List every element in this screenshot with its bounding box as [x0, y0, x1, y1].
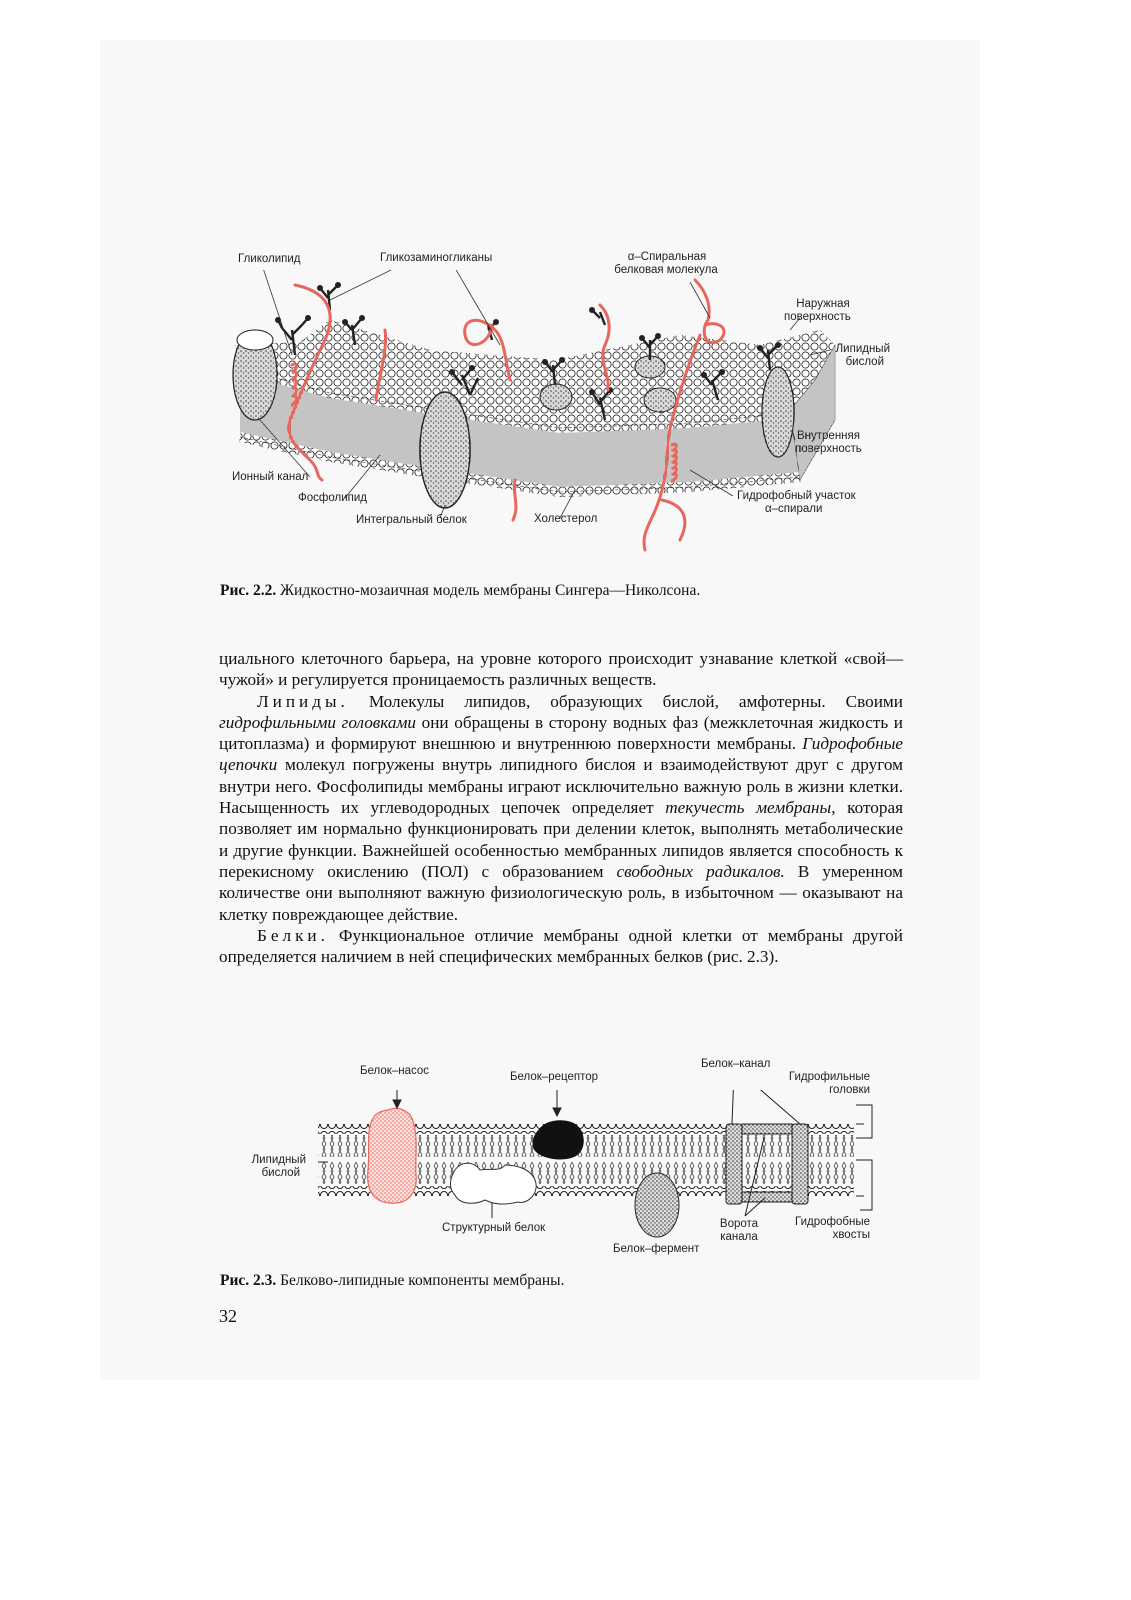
label-inner-surface-2: поверхность — [795, 443, 862, 455]
channel-right-wall — [791, 1123, 809, 1205]
label-alpha-helix-1: α–Спиральная — [627, 251, 707, 263]
label-lipid-bilayer-2: бислой — [845, 356, 884, 368]
figure-leader-lines — [259, 270, 831, 519]
paragraph-1: циального клеточного барьера, на уровне … — [219, 649, 903, 690]
label-structural-protein: Структурный белок — [442, 1222, 546, 1234]
bilayer-top-heads — [318, 1124, 854, 1134]
figure2-leader-lines — [318, 1090, 801, 1218]
label-ion-channel: Ионный канал — [232, 471, 309, 483]
heading-lipids: Липиды. — [257, 691, 349, 711]
figure2-caption: Рис. 2.3. Белково-липидные компоненты ме… — [220, 1272, 564, 1290]
label-hydrophobic-tails-2: хвосты — [832, 1229, 870, 1241]
label-channel-gate-2: канала — [720, 1231, 758, 1243]
paragraph-lipids: Липиды. Молекулы липидов, образующих бис… — [219, 691, 903, 924]
label-lipid-bilayer-1: Липидный — [835, 343, 890, 355]
label-integral-protein: Интегральный белок — [356, 514, 467, 526]
figure-membrane-model — [232, 270, 836, 552]
label-hydrophobic-segment-2: α–спирали — [765, 503, 823, 515]
channel-gate — [741, 1191, 793, 1203]
integral-protein — [419, 391, 471, 509]
figure-membrane-components — [318, 1090, 873, 1238]
paragraph-proteins: Белки. Функциональное отличие мембраны о… — [219, 925, 903, 967]
bilayer-bottom-heads — [318, 1186, 854, 1196]
heading-proteins: Белки. — [257, 925, 329, 945]
channel-left-wall — [725, 1123, 743, 1205]
label-alpha-helix-2: белковая молекула — [614, 264, 718, 276]
label-hydrophilic-heads-1: Гидрофильные — [788, 1071, 870, 1083]
label-pump-protein: Белок–насос — [360, 1065, 429, 1077]
label-glycolipid: Гликолипид — [238, 253, 301, 265]
label-glycosaminoglycans: Гликозаминогликаны — [380, 252, 493, 264]
label-phospholipid: Фосфолипид — [298, 492, 367, 504]
glycosaminoglycan-chains — [287, 278, 726, 552]
pump-protein — [367, 1107, 417, 1204]
figure1-caption-text: Жидкостно-мозаичная модель мембраны Синг… — [276, 582, 701, 599]
structural-protein — [450, 1162, 537, 1205]
body-text: циального клеточного барьера, на уровне … — [219, 648, 903, 967]
label-receptor-protein: Белок–рецептор — [510, 1071, 599, 1083]
label-inner-surface-1: Внутренняя — [797, 430, 860, 442]
label-hydrophobic-segment-1: Гидрофобный участок — [737, 490, 856, 502]
label-lipid-bilayer-2: бислой — [261, 1167, 300, 1179]
label-lipid-bilayer-1: Липидный — [251, 1154, 306, 1166]
page-number: 32 — [219, 1306, 237, 1326]
label-cholesterol: Холестерол — [534, 513, 598, 525]
figure2-caption-text: Белково-липидные компоненты мембраны. — [276, 1272, 565, 1289]
figure2-caption-number: Рис. 2.3. — [220, 1272, 277, 1289]
enzyme-protein — [634, 1172, 680, 1238]
label-outer-surface-1: Наружная — [796, 298, 850, 310]
receptor-protein — [532, 1120, 584, 1160]
label-enzyme-protein: Белок–фермент — [613, 1243, 700, 1255]
figure1-caption: Рис. 2.2. Жидкостно-мозаичная модель мем… — [220, 582, 700, 600]
label-hydrophobic-tails-1: Гидрофобные — [795, 1216, 870, 1228]
bilayer-tails-top — [318, 1135, 854, 1157]
figure1-caption-number: Рис. 2.2. — [220, 582, 277, 599]
label-outer-surface-2: поверхность — [784, 311, 851, 323]
label-channel-protein: Белок–канал — [701, 1058, 771, 1070]
label-hydrophilic-heads-2: головки — [829, 1084, 870, 1096]
right-integral-protein — [761, 366, 795, 458]
label-channel-gate-1: Ворота — [719, 1218, 759, 1230]
